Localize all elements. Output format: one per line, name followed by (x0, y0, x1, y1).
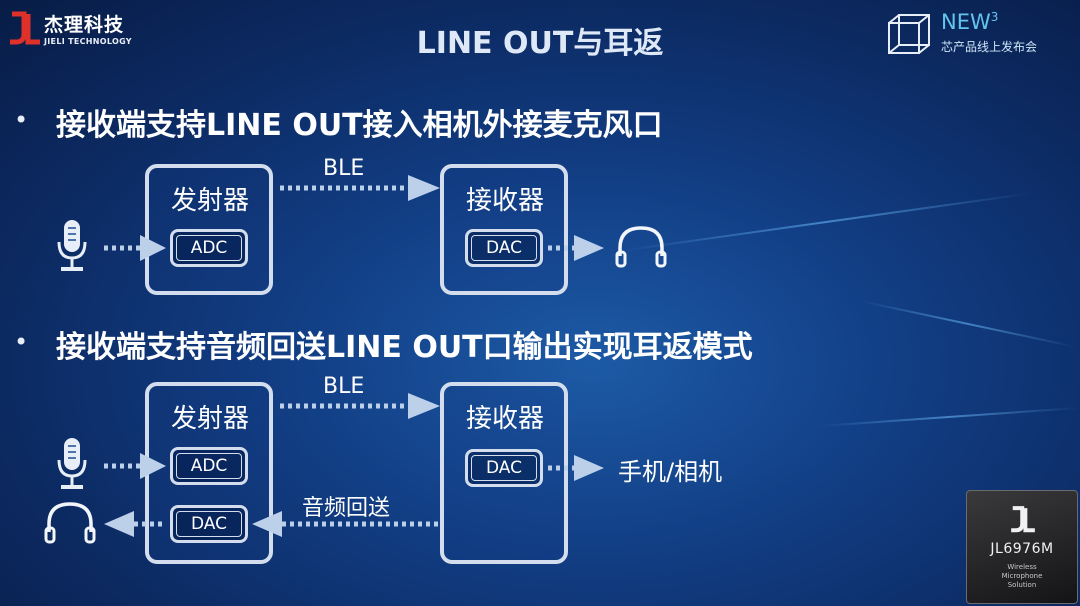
arrow-right-icon (408, 175, 440, 201)
microphone-icon (57, 436, 87, 489)
adc-chip: ADC (170, 229, 248, 267)
product-name: JL6976M (990, 541, 1054, 557)
ble-link-label: BLE (323, 374, 365, 399)
arrow-right-icon (408, 393, 440, 419)
transmitter-label: 发射器 (171, 186, 250, 216)
bullet-2-text: 接收端支持音频回送LINE OUT口输出实现耳返模式 (56, 330, 753, 365)
cube-icon (888, 14, 930, 54)
bullet-1-text: 接收端支持LINE OUT接入相机外接麦克风口 (56, 108, 663, 143)
arrow-left-icon (104, 511, 134, 537)
bullet-marker: • (14, 106, 29, 134)
dac-chip: DAC (465, 449, 543, 487)
arrow-left-icon (252, 511, 282, 537)
ble-link-label: BLE (323, 156, 365, 181)
dac-label: DAC (471, 235, 537, 261)
product-description: Wireless Microphone Solution (1001, 563, 1043, 589)
jl-logo-icon (1011, 506, 1035, 533)
jl-logo-icon (10, 11, 40, 45)
arrow-right-icon (140, 453, 166, 479)
transmitter-label: 发射器 (171, 404, 250, 434)
company-name-cn: 杰理科技 (44, 14, 125, 36)
arrow-right-icon (140, 235, 166, 261)
page-title: LINE OUT与耳返 (416, 26, 664, 61)
bullet-marker: • (14, 328, 29, 356)
headphones-icon (44, 502, 96, 544)
microphone-icon (57, 218, 87, 271)
adc-chip: ADC (170, 447, 248, 485)
dac-label: DAC (471, 455, 537, 481)
headphones-icon (615, 226, 667, 268)
dac-label: DAC (176, 511, 242, 537)
arrow-right-icon (574, 455, 604, 481)
event-name: NEW3 (941, 10, 999, 34)
event-subtitle: 芯产品线上发布会 (941, 40, 1038, 54)
receiver-box: 接收器 (440, 382, 568, 564)
product-chip-card: JL6976M Wireless Microphone Solution (966, 490, 1078, 604)
company-name-en: JIELI TECHNOLOGY (44, 37, 132, 46)
transmitter-box: 发射器 (145, 382, 273, 564)
adc-label: ADC (176, 235, 242, 261)
dac-chip: DAC (170, 505, 248, 543)
receiver-label: 接收器 (466, 186, 545, 216)
receiver-label: 接收器 (466, 404, 545, 434)
arrow-right-icon (574, 235, 604, 261)
output-target-label: 手机/相机 (618, 458, 723, 486)
adc-label: ADC (176, 453, 242, 479)
audio-return-label: 音频回送 (302, 496, 391, 521)
dac-chip: DAC (465, 229, 543, 267)
